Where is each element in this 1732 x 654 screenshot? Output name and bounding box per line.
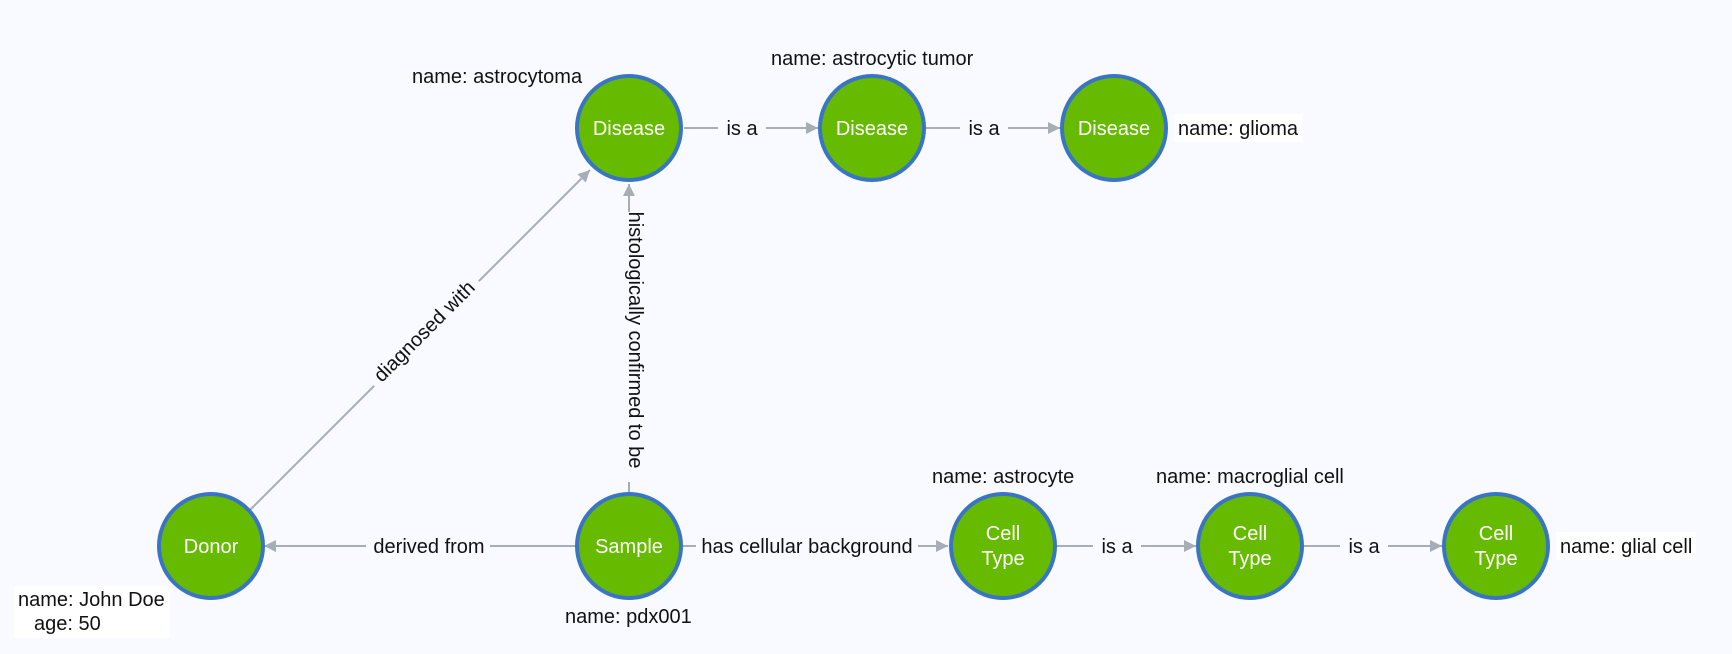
edge-macroglial-is-a[interactable]: is a xyxy=(1304,533,1442,559)
node-disease-astrocytoma[interactable]: Disease xyxy=(575,74,683,182)
node-label: Type xyxy=(1228,548,1271,570)
edge-sample-has-cellular-background[interactable]: has cellular background xyxy=(683,533,948,559)
node-label: Disease xyxy=(1078,118,1150,140)
edge-label: diagnosed with xyxy=(370,277,480,387)
edge-label: is a xyxy=(726,118,758,140)
node-property: name: astrocytic tumor xyxy=(771,48,974,70)
node-label: Cell xyxy=(1479,523,1513,545)
edge-astrocytic-is-a[interactable]: is a xyxy=(926,116,1060,140)
node-property: name: John Doe xyxy=(18,589,165,611)
node-celltype-astrocyte[interactable]: Cell Type xyxy=(949,492,1057,600)
edge-sample-histologically-confirmed[interactable]: histologically confirmed to be xyxy=(612,184,646,492)
node-disease-glioma[interactable]: Disease xyxy=(1060,74,1168,182)
edge-label: has cellular background xyxy=(701,536,912,558)
edge-label: is a xyxy=(1101,536,1133,558)
node-property: name: glioma xyxy=(1178,118,1299,140)
node-disease-astrocytic-tumor[interactable]: Disease xyxy=(818,74,926,182)
node-donor[interactable]: Donor xyxy=(157,492,265,600)
node-property: name: astrocyte xyxy=(932,466,1074,488)
edge-label: derived from xyxy=(373,536,484,558)
edge-donor-diagnosed-with[interactable]: diagnosed with xyxy=(248,169,591,512)
edge-sample-derived-from[interactable]: derived from xyxy=(264,533,576,559)
edge-astrocytoma-is-a[interactable]: is a xyxy=(684,116,818,140)
node-label: Disease xyxy=(593,118,665,140)
edge-astrocyte-is-a[interactable]: is a xyxy=(1057,533,1196,559)
edge-label: histologically confirmed to be xyxy=(624,212,646,469)
edge-label: is a xyxy=(1348,536,1380,558)
node-sample[interactable]: Sample xyxy=(575,492,683,600)
node-label: Cell xyxy=(1233,523,1267,545)
edge-label: is a xyxy=(968,118,1000,140)
node-label: Type xyxy=(981,548,1024,570)
node-property: name: glial cell xyxy=(1560,536,1692,558)
node-property: name: pdx001 xyxy=(565,606,692,628)
node-label: Donor xyxy=(184,536,239,558)
node-celltype-glial[interactable]: Cell Type xyxy=(1442,492,1550,600)
node-label: Sample xyxy=(595,536,663,558)
node-label: Disease xyxy=(836,118,908,140)
node-property: age: 50 xyxy=(34,613,101,635)
node-property: name: astrocytoma xyxy=(412,66,583,88)
node-celltype-macroglial[interactable]: Cell Type xyxy=(1196,492,1304,600)
node-property: name: macroglial cell xyxy=(1156,466,1344,488)
node-label: Cell xyxy=(986,523,1020,545)
node-label: Type xyxy=(1474,548,1517,570)
